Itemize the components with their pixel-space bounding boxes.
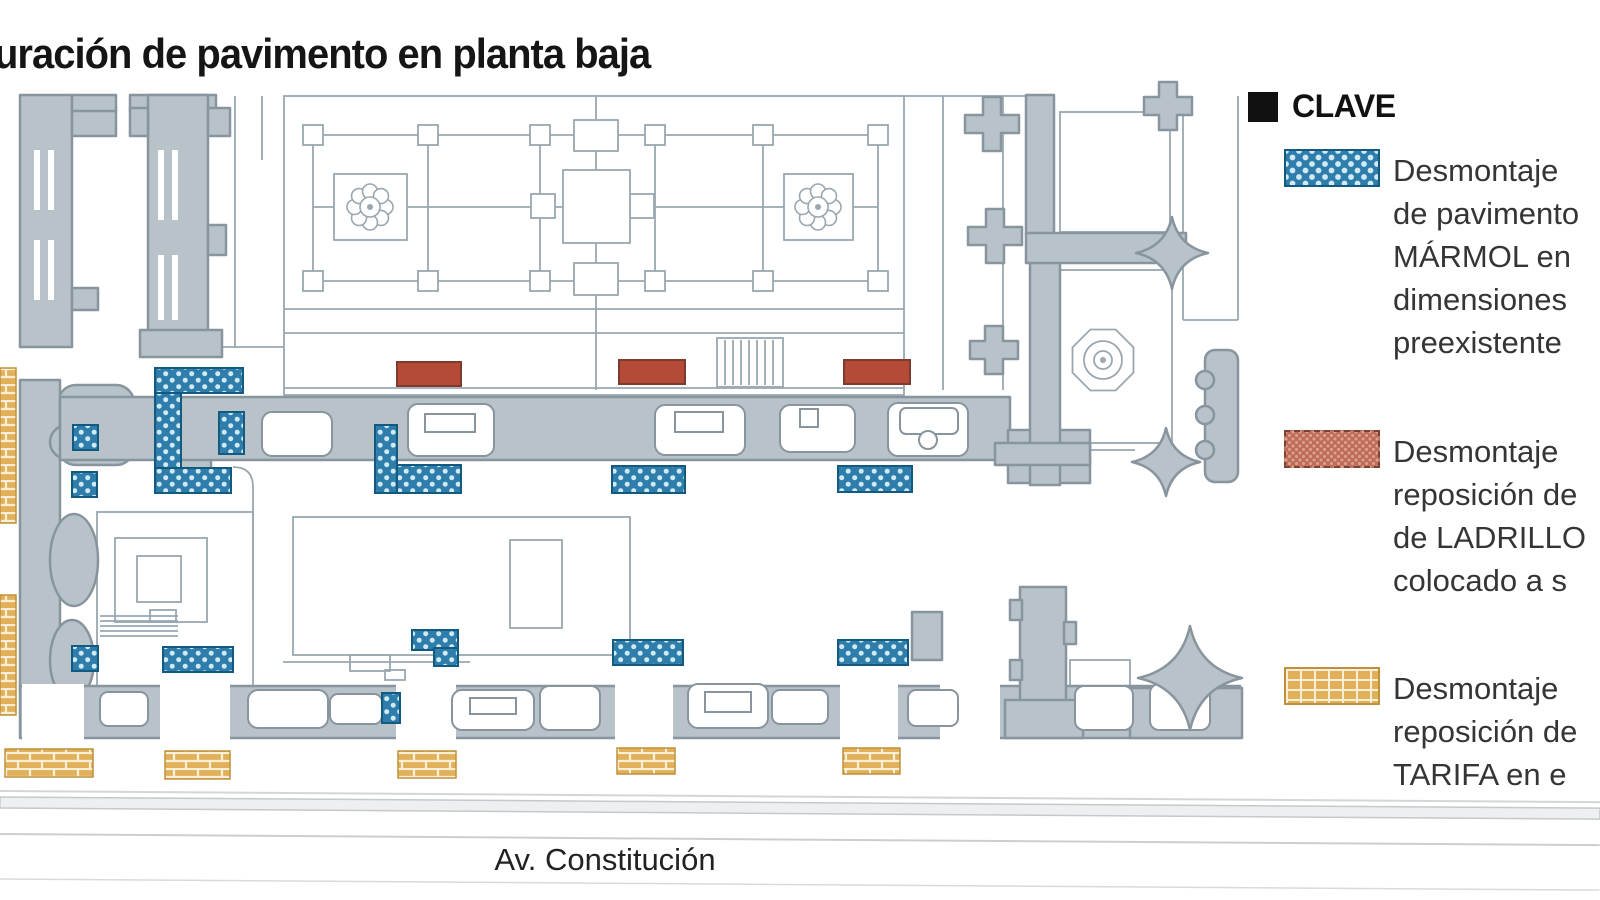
patches-tarifa — [0, 367, 901, 780]
legend-swatch-ladrillo — [1284, 430, 1380, 468]
legend-swatch-tarifa — [1284, 667, 1380, 705]
legend-swatch-marmol — [1284, 149, 1380, 187]
piers-and-fountain — [346, 80, 1244, 732]
street-lines — [0, 790, 1600, 891]
legend-title: CLAVE — [1292, 88, 1396, 124]
page-title: uración de pavimento en planta baja — [0, 30, 651, 78]
patches-ladrillo — [396, 359, 911, 387]
legend-heading: CLAVE — [1248, 88, 1396, 125]
patches-marmol — [71, 367, 913, 724]
legend-square-icon — [1248, 91, 1278, 122]
street-label: Av. Constitución — [494, 842, 716, 877]
